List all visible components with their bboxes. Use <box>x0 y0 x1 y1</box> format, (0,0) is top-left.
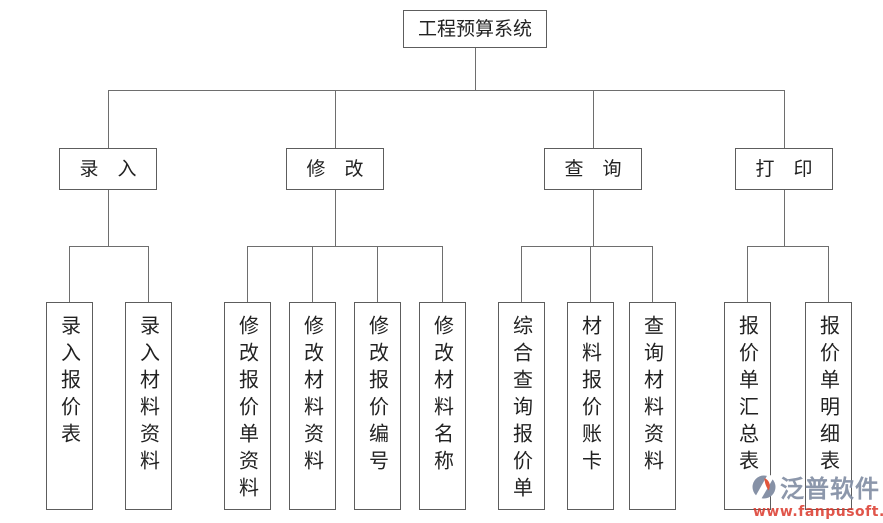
node-branch-input-label: 录 入 <box>79 157 137 180</box>
node-leaf: 修改报价编号 <box>354 302 401 510</box>
connector-line <box>107 90 109 148</box>
connector-line <box>746 246 748 302</box>
node-leaf: 修改材料资料 <box>289 302 336 510</box>
connector-line <box>783 90 785 148</box>
node-leaf-label: 录入材料资料 <box>136 315 161 477</box>
node-leaf: 查询材料资料 <box>629 302 676 510</box>
node-branch-modify-label: 修 改 <box>306 157 364 180</box>
connector-line <box>68 246 70 302</box>
watermark-brand: 泛普软件 <box>780 474 880 503</box>
node-leaf: 报价单明细表 <box>805 302 852 510</box>
connector-line <box>651 246 653 302</box>
connector-line <box>334 90 336 148</box>
node-root: 工程预算系统 <box>403 10 547 48</box>
node-branch-print-label: 打 印 <box>755 157 813 180</box>
node-leaf-label: 修改报价编号 <box>365 315 390 477</box>
node-leaf-label: 修改报价单资料 <box>235 315 260 504</box>
node-leaf: 报价单汇总表 <box>724 302 771 510</box>
node-leaf: 修改材料名称 <box>419 302 466 510</box>
node-leaf-label: 材料报价账卡 <box>578 315 603 477</box>
connector-line <box>747 245 828 247</box>
connector-line <box>592 190 594 246</box>
node-leaf: 材料报价账卡 <box>567 302 614 510</box>
connector-line <box>827 246 829 302</box>
node-branch-query-label: 查 询 <box>564 157 622 180</box>
fanpu-logo-icon <box>751 473 778 504</box>
node-branch-input: 录 入 <box>59 148 157 190</box>
node-leaf-label: 报价单明细表 <box>816 315 841 477</box>
connector-line <box>783 190 785 246</box>
node-branch-print: 打 印 <box>735 148 833 190</box>
connector-line <box>474 48 476 90</box>
connector-line <box>521 245 652 247</box>
connector-line <box>376 246 378 302</box>
connector-line <box>520 246 522 302</box>
connector-line <box>334 190 336 246</box>
connector-line <box>147 246 149 302</box>
watermark-url: www.fanpusoft.com <box>753 504 883 520</box>
node-leaf: 录入报价表 <box>46 302 93 510</box>
node-branch-modify: 修 改 <box>286 148 384 190</box>
connector-line <box>441 246 443 302</box>
node-leaf-label: 综合查询报价单 <box>509 315 534 504</box>
node-leaf: 综合查询报价单 <box>498 302 545 510</box>
node-leaf: 修改报价单资料 <box>224 302 271 510</box>
connector-line <box>107 190 109 246</box>
connector-line <box>592 90 594 148</box>
node-branch-query: 查 询 <box>544 148 642 190</box>
connector-line <box>246 246 248 302</box>
connector-line <box>311 246 313 302</box>
node-leaf-label: 录入报价表 <box>57 315 82 450</box>
node-leaf-label: 修改材料名称 <box>430 315 455 477</box>
connector-line <box>108 89 784 91</box>
watermark: 泛普软件 www.fanpusoft.com <box>751 473 883 519</box>
node-leaf-label: 报价单汇总表 <box>735 315 760 477</box>
node-leaf-label: 查询材料资料 <box>640 315 665 477</box>
node-root-label: 工程预算系统 <box>417 17 532 40</box>
connector-line <box>589 246 591 302</box>
connector-line <box>69 245 148 247</box>
node-leaf-label: 修改材料资料 <box>300 315 325 477</box>
node-leaf: 录入材料资料 <box>125 302 172 510</box>
connector-line <box>247 245 442 247</box>
